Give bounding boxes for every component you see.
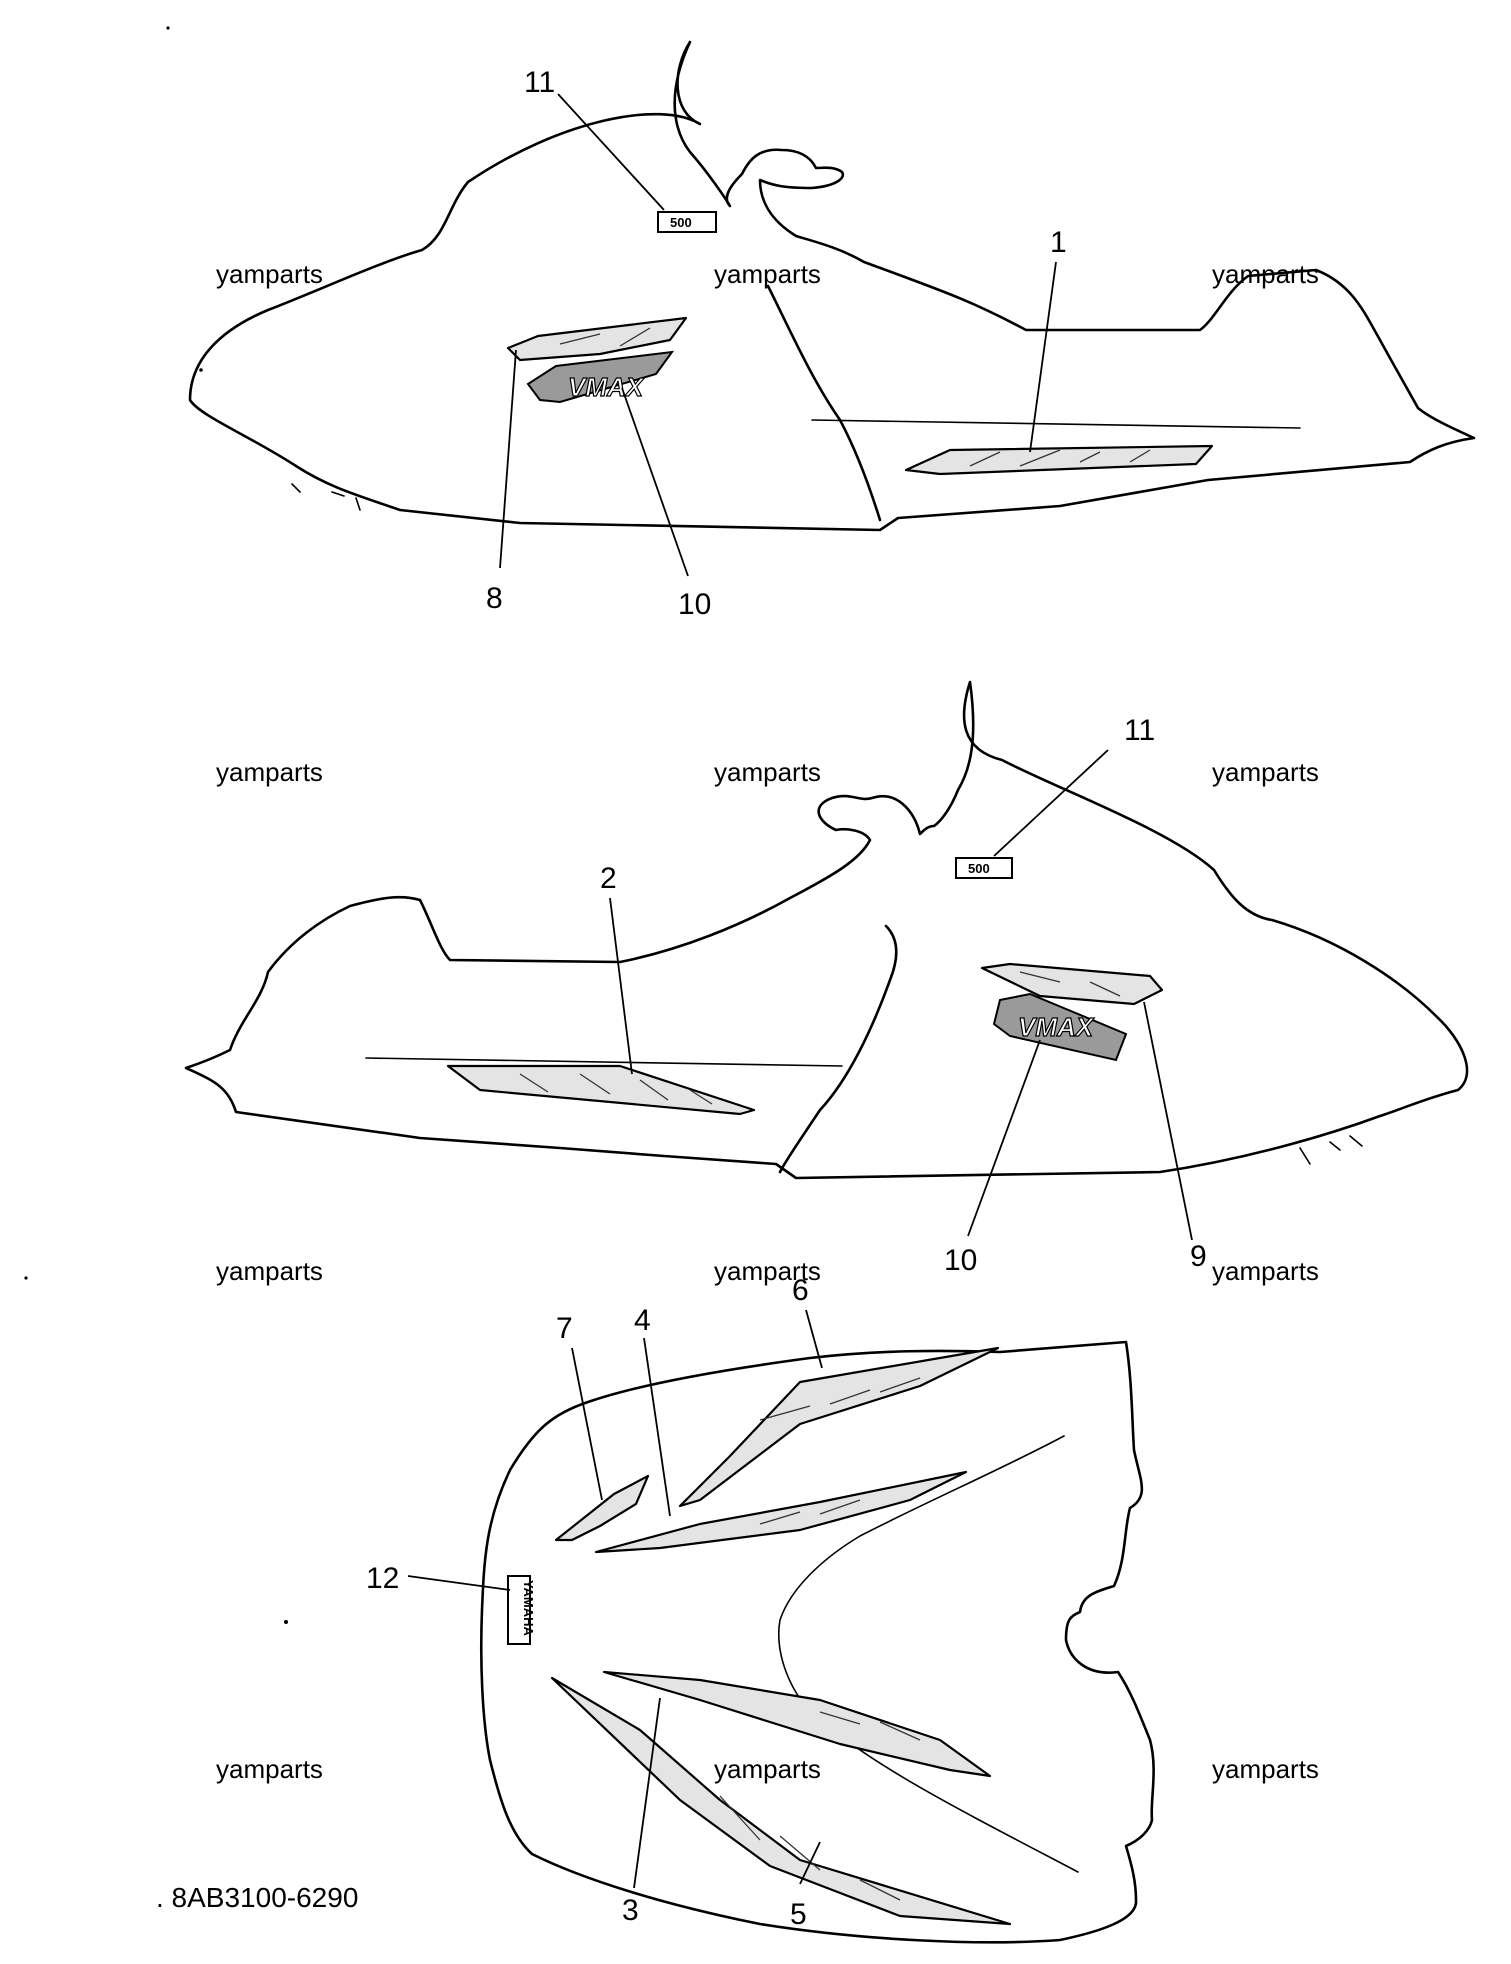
top-leader-10: [621, 387, 689, 577]
bottom-callout-4: 4: [634, 1304, 651, 1337]
watermark-r4c1: yamparts: [216, 1754, 323, 1784]
middle-leader-11: [993, 749, 1109, 857]
middle-hull-outline: [184, 680, 1469, 1180]
bottom-leader-7: [571, 1347, 603, 1501]
top-side-view: VMAX 500 11 1 8 10: [188, 40, 1476, 621]
top-callout-10: 10: [678, 588, 711, 621]
middle-leader-9: [1143, 1001, 1193, 1241]
middle-callout-2: 2: [600, 862, 617, 895]
watermark-r1c1: yamparts: [216, 259, 323, 289]
top-leader-1: [1029, 261, 1057, 453]
bottom-decal-3: [602, 1670, 992, 1778]
top-badge-text: 500: [670, 215, 692, 230]
middle-vmax-text: VMAX: [1018, 1012, 1095, 1042]
top-callout-8: 8: [486, 582, 503, 615]
middle-decal-9: [980, 962, 1164, 1006]
top-decal-8: [506, 316, 688, 362]
bottom-decal-4: [594, 1470, 968, 1554]
top-decal-10-vmax: VMAX: [526, 350, 675, 404]
bottom-emblem-12: YAMAHA: [507, 1575, 536, 1645]
top-leader-11: [557, 93, 665, 211]
watermark-r4c3: yamparts: [1212, 1754, 1319, 1784]
bottom-leader-3: [633, 1697, 661, 1889]
top-leader-8: [499, 349, 517, 569]
middle-stripe-line: [365, 1057, 843, 1067]
watermark-r2c3: yamparts: [1212, 757, 1319, 787]
bottom-leader-5: [799, 1841, 821, 1885]
watermark-r1c3: yamparts: [1212, 259, 1319, 289]
middle-badge-11: 500: [955, 857, 1013, 879]
watermark-r3c3: yamparts: [1212, 1256, 1319, 1286]
middle-side-view: VMAX 500 11 2 10 9: [184, 680, 1469, 1277]
middle-callout-9: 9: [1190, 1240, 1207, 1273]
top-bumper-ticks: [291, 483, 361, 511]
top-callout-1: 1: [1050, 226, 1067, 259]
bottom-callout-7: 7: [556, 1312, 573, 1345]
middle-badge-text: 500: [968, 861, 990, 876]
top-badge-11: 500: [657, 211, 717, 233]
top-callout-11: 11: [524, 66, 555, 99]
middle-callout-10: 10: [944, 1244, 977, 1277]
bottom-hood-outline: [479, 1340, 1155, 1944]
bottom-top-view: YAMAHA 6 7 4 12 3 5: [366, 1274, 1155, 1944]
watermark-grid: yamparts yamparts yamparts yamparts yamp…: [216, 259, 1319, 1784]
top-hull-outline: [188, 40, 1476, 532]
part-code: . 8AB3100-6290: [156, 1882, 358, 1913]
top-vmax-text: VMAX: [568, 372, 645, 402]
bottom-callout-5: 5: [790, 1898, 807, 1931]
bottom-callout-3: 3: [622, 1894, 639, 1927]
bottom-callout-6: 6: [792, 1274, 809, 1307]
middle-bumper-ticks: [1299, 1135, 1363, 1165]
watermark-r3c2: yamparts: [714, 1256, 821, 1286]
bottom-inner-contour: [778, 1435, 1079, 1873]
top-stripe-line: [811, 419, 1301, 429]
bottom-leader-4: [643, 1337, 671, 1517]
middle-leader-10: [967, 1039, 1041, 1237]
scan-specks: [24, 26, 288, 1624]
watermark-r3c1: yamparts: [216, 1256, 323, 1286]
bottom-decal-6: [678, 1346, 1000, 1508]
top-decal-1: [904, 444, 1214, 476]
watermark-r1c2: yamparts: [714, 259, 821, 289]
middle-leader-2: [609, 897, 633, 1075]
top-seat-line: [766, 284, 882, 522]
middle-decal-2: [446, 1064, 756, 1116]
bottom-decal-7: [554, 1474, 650, 1542]
bottom-emblem-text: YAMAHA: [521, 1580, 536, 1636]
bottom-leader-6: [805, 1309, 823, 1369]
middle-callout-11: 11: [1124, 714, 1155, 747]
bottom-callout-12: 12: [366, 1562, 399, 1595]
middle-seat-line: [778, 924, 898, 1174]
watermark-r2c2: yamparts: [714, 757, 821, 787]
middle-decal-10-vmax: VMAX: [992, 992, 1128, 1062]
bottom-leader-12: [407, 1575, 511, 1591]
bottom-decal-5: [550, 1676, 1012, 1926]
watermark-r4c2: yamparts: [714, 1754, 821, 1784]
watermark-r2c1: yamparts: [216, 757, 323, 787]
